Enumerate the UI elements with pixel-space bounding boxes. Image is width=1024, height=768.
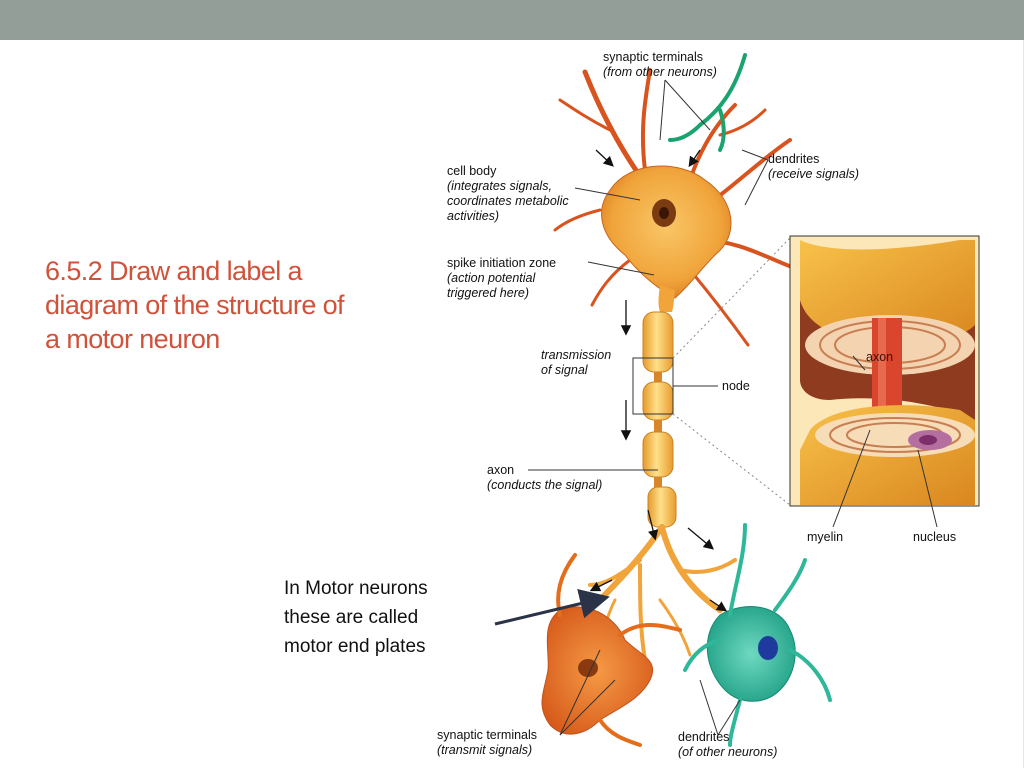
label-dendrites-bottom: dendrites (of other neurons)	[678, 730, 778, 759]
myelin-segments	[642, 311, 677, 528]
inset-myelin-cross-section	[800, 240, 975, 505]
green-input-terminals	[668, 53, 747, 152]
motor-end-plate-arrow	[494, 588, 610, 626]
label-myelin: myelin	[807, 530, 844, 544]
header-bar	[0, 0, 1024, 40]
slide-title: 6.5.2 Draw and label a diagram of the st…	[45, 254, 425, 356]
label-nucleus: nucleus	[913, 530, 957, 544]
green-neuron	[706, 606, 796, 702]
label-synaptic-terminals-top: synaptic terminals (from other neurons)	[603, 50, 717, 79]
label-dendrites-top: dendrites (receive signals)	[768, 152, 860, 181]
signal-arrows	[589, 149, 728, 612]
motor-end-plate-note: In Motor neurons these are called motor …	[284, 574, 428, 661]
title-line-3: a motor neuron	[45, 324, 220, 354]
note-line-3: motor end plates	[284, 636, 426, 657]
label-transmission-of-signal: transmission of signal	[541, 348, 612, 377]
label-inset-axon: axon	[866, 350, 894, 364]
note-line-1: In Motor neurons	[284, 578, 428, 599]
title-line-1: 6.5.2 Draw and label a	[45, 256, 303, 286]
label-node: node	[722, 379, 750, 393]
note-line-2: these are called	[284, 607, 419, 628]
leader-lines	[528, 79, 938, 736]
label-synaptic-terminals-bottom: synaptic terminals (transmit signals)	[437, 728, 538, 757]
title-line-2: diagram of the structure of	[45, 290, 345, 320]
label-cell-body: cell body (integrates signals, coordinat…	[447, 164, 569, 223]
label-spike-initiation-zone: spike initiation zone (action potential …	[447, 256, 557, 300]
cell-body-shape	[601, 165, 732, 299]
label-axon: axon (conducts the signal)	[487, 463, 603, 492]
